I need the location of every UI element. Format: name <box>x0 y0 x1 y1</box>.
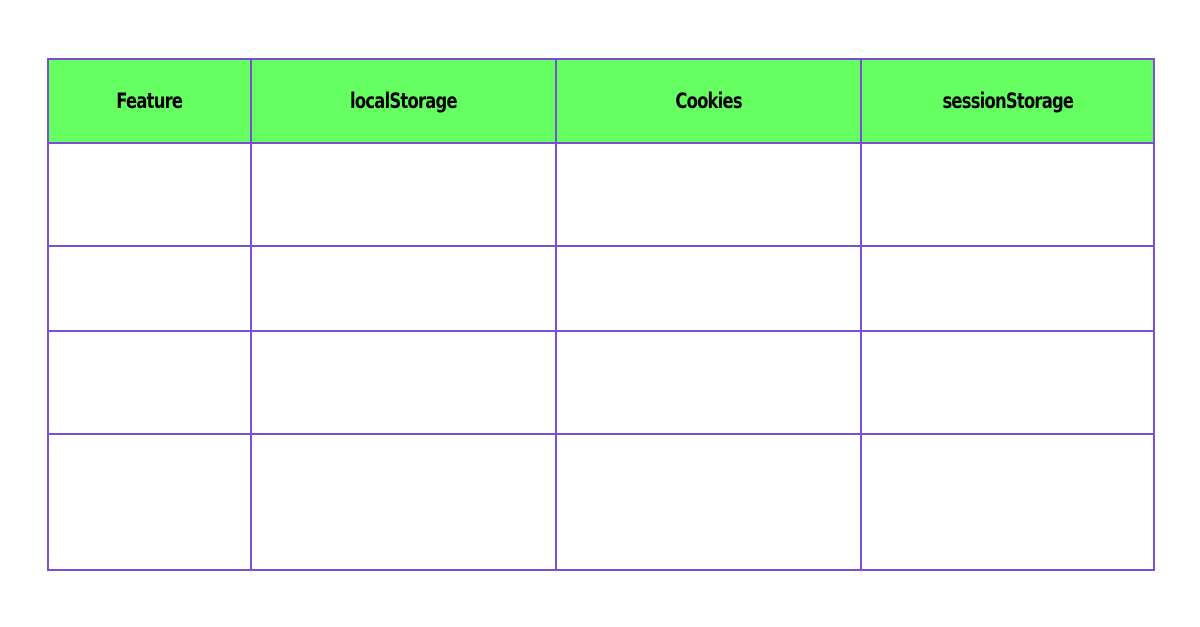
table-cell <box>860 245 1155 332</box>
table-row <box>47 433 1155 571</box>
table-row <box>47 330 1155 435</box>
table-cell <box>250 142 557 247</box>
header-label-feature: Feature <box>116 89 184 113</box>
table-cell <box>47 330 252 435</box>
table-cell <box>250 330 557 435</box>
table-cell <box>250 245 557 332</box>
table-cell <box>250 433 557 571</box>
table-cell <box>555 245 862 332</box>
table-cell <box>860 330 1155 435</box>
table-header-row: Feature localStorage Cookies sessionStor… <box>47 58 1155 144</box>
table-cell <box>555 330 862 435</box>
header-label-cookies: Cookies <box>675 89 742 113</box>
table-cell <box>860 433 1155 571</box>
header-cell-sessionstorage: sessionStorage <box>860 58 1155 144</box>
header-cell-localstorage: localStorage <box>250 58 557 144</box>
table-cell <box>47 142 252 247</box>
header-cell-cookies: Cookies <box>555 58 862 144</box>
comparison-table: Feature localStorage Cookies sessionStor… <box>47 58 1155 571</box>
table-cell <box>47 245 252 332</box>
header-cell-feature: Feature <box>47 58 252 144</box>
table-cell <box>555 433 862 571</box>
table-row <box>47 245 1155 332</box>
table-cell <box>860 142 1155 247</box>
header-label-sessionstorage: sessionStorage <box>942 89 1074 113</box>
table-cell <box>555 142 862 247</box>
table-row <box>47 142 1155 247</box>
header-label-localstorage: localStorage <box>350 89 458 113</box>
table-cell <box>47 433 252 571</box>
